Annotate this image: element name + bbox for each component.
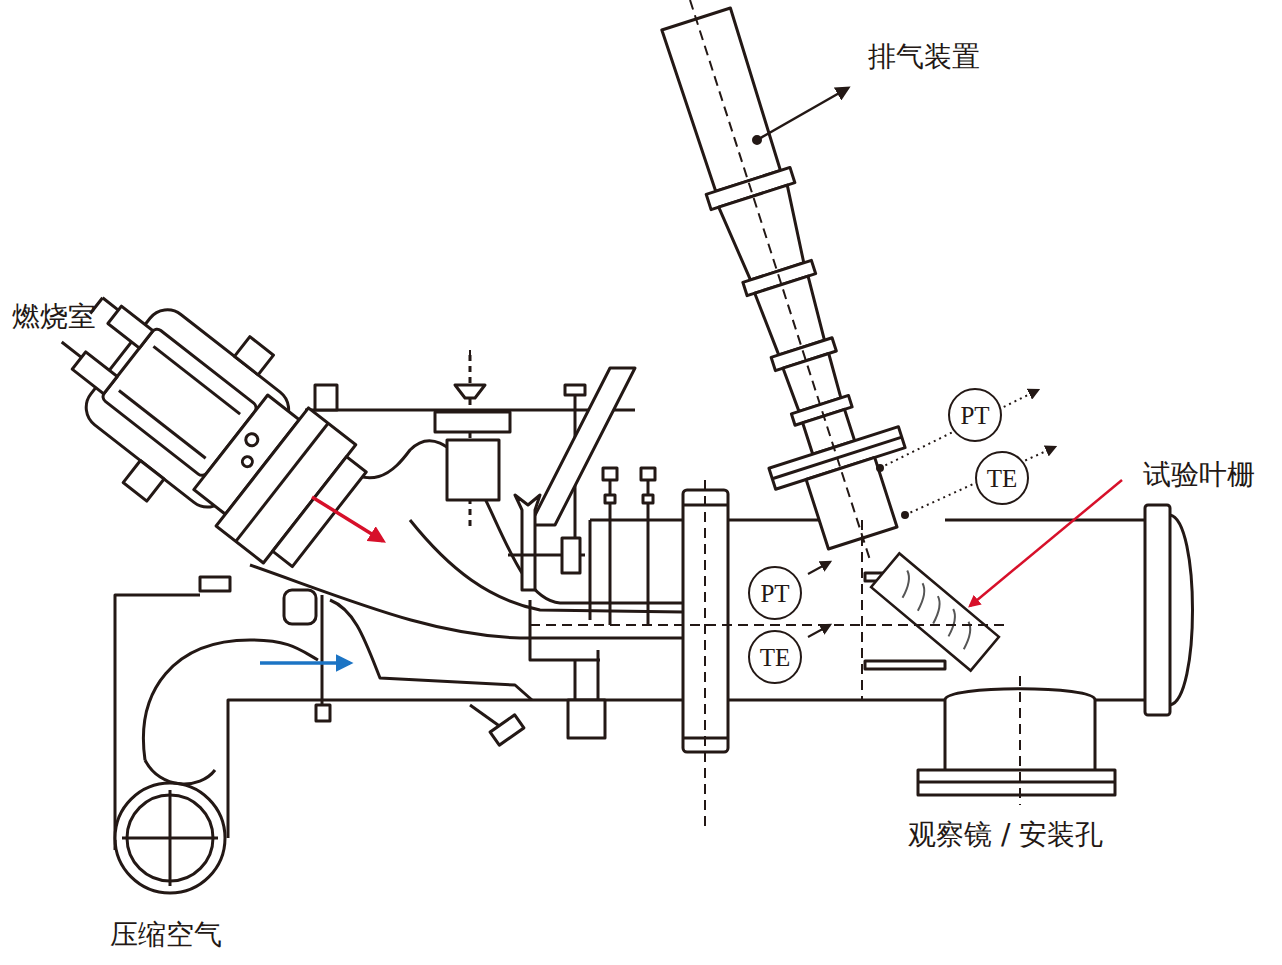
gauge-tag: TE	[760, 645, 791, 670]
combustor	[17, 247, 388, 596]
signal-leader	[753, 88, 1055, 637]
part-label: 燃烧室	[12, 300, 96, 334]
gauge-circle: TE	[748, 630, 802, 684]
gauge-circle: PT	[948, 388, 1002, 442]
center-line	[470, 0, 1020, 830]
gas-flow-arrow	[312, 497, 383, 541]
test-cascade	[871, 553, 999, 670]
gauge-tag: TE	[987, 466, 1018, 491]
part-label: 试验叶栅	[1143, 458, 1255, 492]
part-label: 排气装置	[868, 40, 980, 74]
gauge-tag: PT	[960, 403, 989, 428]
air-flow-arrow	[260, 661, 350, 665]
gauge-tag: PT	[760, 581, 789, 606]
part-label: 压缩空气	[110, 918, 222, 952]
rig-outline	[115, 355, 1193, 893]
part-label: 观察镜 / 安装孔	[908, 818, 1103, 852]
gauge-circle: PT	[748, 566, 802, 620]
gauge-circle: TE	[975, 451, 1029, 505]
